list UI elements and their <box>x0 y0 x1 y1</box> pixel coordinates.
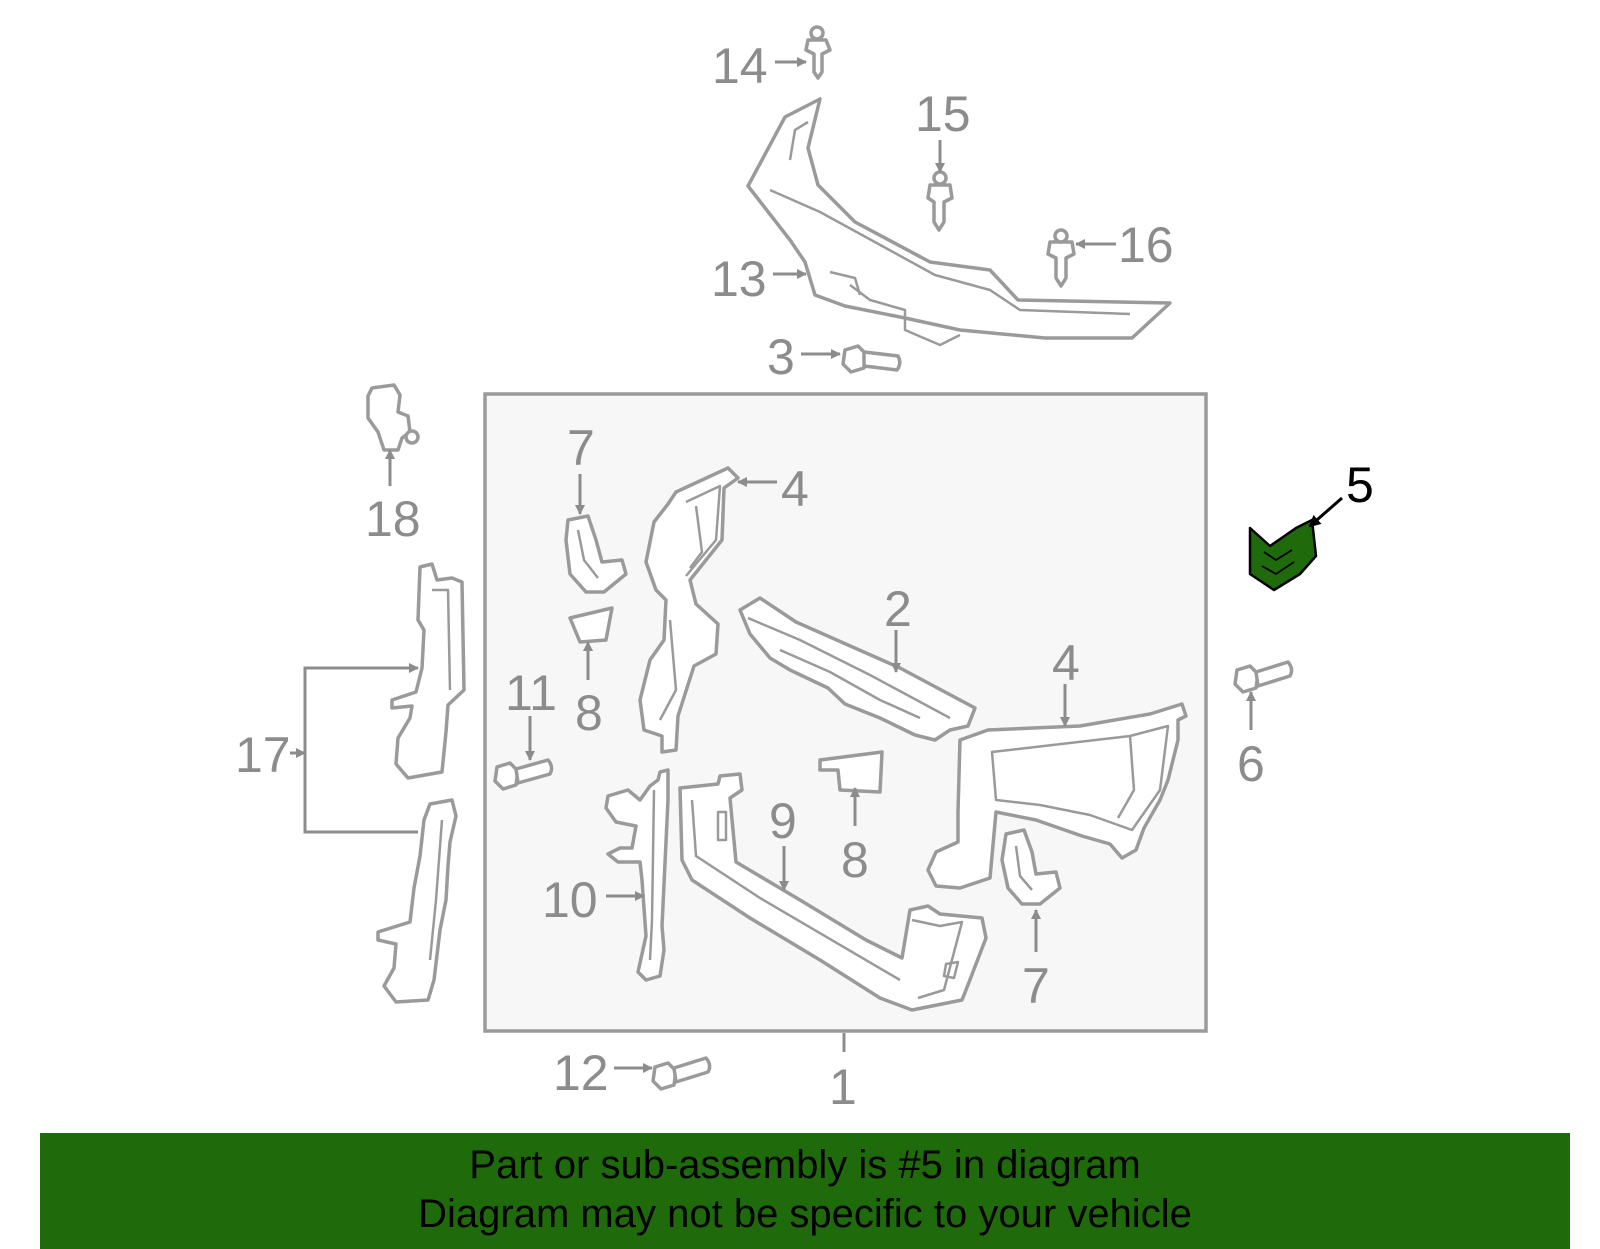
part-4-side-panel-right <box>926 702 1188 890</box>
callout-4-left: 4 <box>781 461 809 517</box>
part-8-block-right <box>818 750 884 794</box>
fastener-14 <box>804 25 832 80</box>
callout-14: 14 <box>712 38 768 94</box>
leader-lines <box>385 57 1343 1073</box>
part-7-bracket-right <box>1000 828 1062 906</box>
part-17-air-guide-lower <box>376 798 458 1004</box>
fastener-16 <box>1046 228 1076 288</box>
part-18-sensor <box>366 383 420 452</box>
part-8-block-left <box>568 606 614 644</box>
callout-2: 2 <box>884 581 912 637</box>
callout-4-right: 4 <box>1052 635 1080 691</box>
callout-8-right: 8 <box>841 832 869 888</box>
part-10-center-brace <box>604 768 670 982</box>
callout-7-right: 7 <box>1022 958 1050 1014</box>
part-13-upper-cover <box>746 97 1172 347</box>
callout-17: 17 <box>235 727 291 783</box>
callout-11: 11 <box>505 665 557 721</box>
callout-16: 16 <box>1118 217 1174 273</box>
bolt-12 <box>651 1056 712 1091</box>
bolt-6 <box>1233 660 1294 694</box>
fastener-15 <box>926 170 954 232</box>
callout-18: 18 <box>365 491 421 547</box>
part-5-highlighted <box>1248 518 1318 592</box>
callout-6: 6 <box>1237 736 1265 792</box>
callout-13: 13 <box>711 251 767 307</box>
part-17-air-guide-upper <box>390 562 466 780</box>
bolt-11 <box>493 758 554 791</box>
callout-5: 5 <box>1346 457 1374 513</box>
banner-line-disclaimer: Diagram may not be specific to your vehi… <box>418 1192 1192 1236</box>
callout-8-left: 8 <box>575 685 603 741</box>
callout-15: 15 <box>915 86 971 142</box>
callout-3: 3 <box>767 329 795 385</box>
bolt-3 <box>841 344 902 374</box>
assembly-frame <box>483 392 1208 1033</box>
part-9-lower-tie-bar <box>678 772 988 1012</box>
part-4-side-panel-left <box>638 466 740 754</box>
callout-7-upper: 7 <box>567 420 595 476</box>
callout-9: 9 <box>769 793 797 849</box>
callout-12: 12 <box>553 1045 609 1101</box>
info-banner: Part or sub-assembly is #5 in diagram Di… <box>40 1133 1570 1249</box>
callout-1: 1 <box>829 1059 857 1115</box>
callout-10: 10 <box>542 872 598 928</box>
banner-line-part: Part or sub-assembly is #5 in diagram <box>469 1143 1141 1187</box>
part-7-bracket-upper <box>564 514 628 594</box>
part-2-upper-tie-bar <box>738 596 977 742</box>
